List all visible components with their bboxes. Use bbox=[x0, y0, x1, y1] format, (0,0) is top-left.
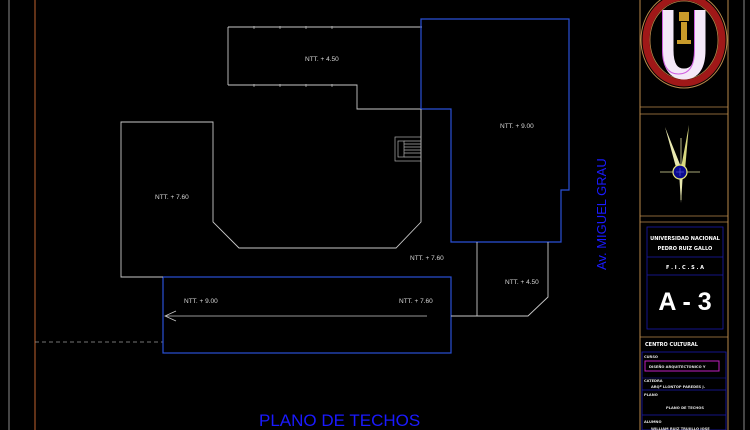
ramp-direction-arrow-icon bbox=[164, 310, 427, 322]
level-label-lower-right: NTT. + 4.50 bbox=[505, 279, 539, 286]
sheet-number: A - 3 bbox=[658, 288, 711, 316]
level-label-courtyard: NTT. + 7.60 bbox=[410, 255, 444, 262]
level-label-ramp-start: NTT. + 9.00 bbox=[184, 298, 218, 305]
staircase-icon bbox=[394, 136, 422, 162]
university-name-line2: PEDRO RUIZ GALLO bbox=[658, 246, 713, 252]
course-field-value: DISEÑO ARQUITECTONICO Y bbox=[649, 364, 706, 369]
university-logo-icon bbox=[640, 0, 728, 89]
sheet-field-label: PLANO bbox=[644, 393, 658, 397]
course-highlight-box bbox=[644, 360, 720, 372]
high-block-roof[interactable] bbox=[420, 18, 570, 243]
project-info-box bbox=[641, 351, 727, 430]
course-field-label: CURSO bbox=[644, 355, 658, 359]
university-name-box bbox=[646, 226, 724, 330]
sheet-field-value: PLANO DE TECHOS bbox=[666, 406, 704, 410]
university-name-line1: UNIVERSIDAD NACIONAL bbox=[650, 236, 721, 242]
central-wing-roof[interactable] bbox=[120, 109, 422, 278]
professor-field-label: CATEDRA bbox=[644, 379, 663, 383]
title-block bbox=[639, 0, 729, 430]
level-label-ramp-end: NTT. + 7.60 bbox=[399, 298, 433, 305]
student-field-value: WILLIAM RUIZ TRUJILLO JOSE bbox=[651, 427, 710, 430]
level-label-left-wing: NTT. + 7.60 bbox=[155, 194, 189, 201]
plan-title: PLANO DE TECHOS bbox=[259, 411, 420, 430]
professor-field-value: ARQº LLONTOP PAREDES J. bbox=[651, 385, 705, 389]
ramp-block-roof[interactable] bbox=[162, 276, 452, 354]
north-arrow-icon bbox=[660, 125, 700, 203]
street-name-label: Av. MIGUEL GRAU bbox=[594, 158, 609, 270]
faculty-label: F . I . C . S . A bbox=[666, 265, 704, 271]
student-field-label: ALUMNO bbox=[644, 420, 662, 424]
upper-wing-roof[interactable] bbox=[227, 26, 422, 110]
level-label-high-block: NTT. + 9.00 bbox=[500, 123, 534, 130]
project-name: CENTRO CULTURAL bbox=[645, 342, 699, 348]
level-label-upper-wing: NTT. + 4.50 bbox=[305, 56, 339, 63]
